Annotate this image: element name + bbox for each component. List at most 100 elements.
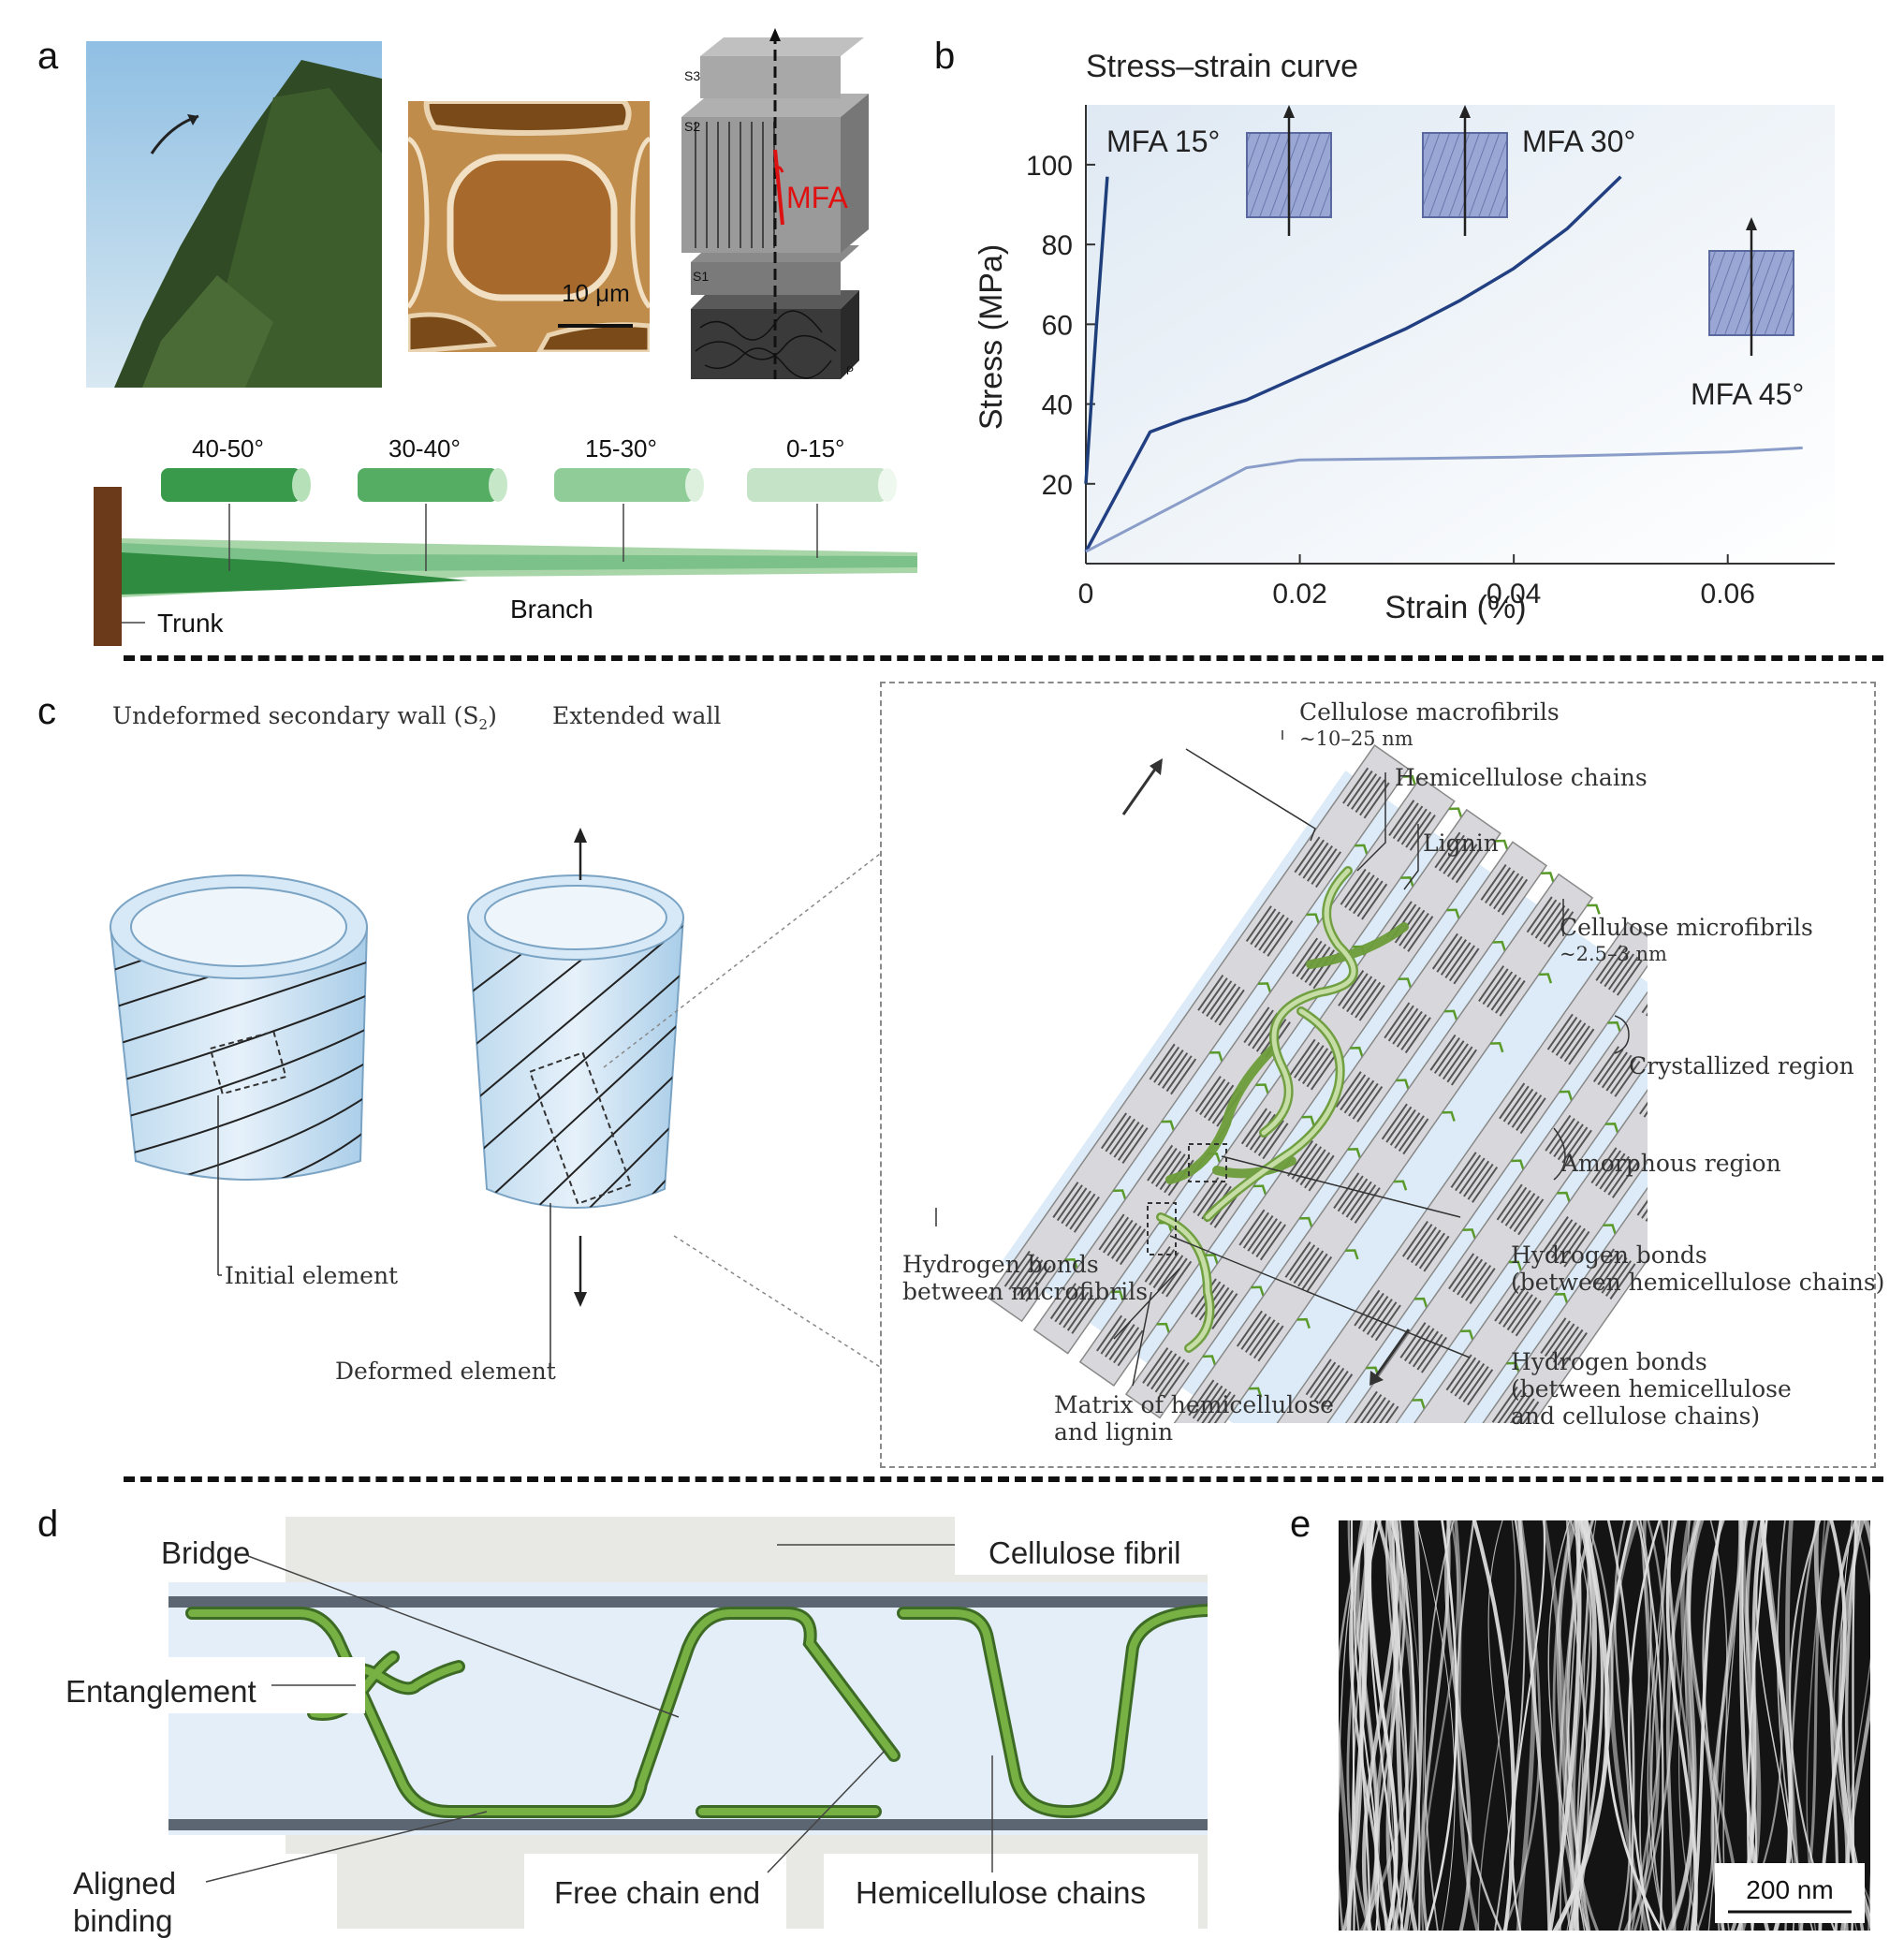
series-line-1 xyxy=(1084,175,1622,553)
fiber-cylinder-30-40 xyxy=(358,468,507,502)
hydrogen-bond xyxy=(1345,1249,1359,1260)
series-label-mfa30: MFA 30° xyxy=(1522,125,1635,158)
fibril-strand xyxy=(1346,1520,1372,1931)
amorphous-region-label: Amorphous region xyxy=(1561,1150,1781,1177)
crystalline-segment xyxy=(1052,1182,1100,1233)
entanglement-label: Entanglement xyxy=(66,1674,256,1709)
fibril-strand xyxy=(1399,1520,1421,1931)
macrofibrils-label: Cellulose macrofibrils ~10–25 nm xyxy=(1299,698,1560,750)
panel-label-a: a xyxy=(37,36,59,77)
hydrogen-bond xyxy=(1538,973,1553,984)
crystalline-segment xyxy=(1384,1002,1431,1054)
hydrogen-bond xyxy=(1587,903,1601,915)
hydrogen-bond xyxy=(1554,1292,1569,1304)
crystalline-segment xyxy=(1338,970,1385,1021)
crystalline-segment xyxy=(1385,901,1434,952)
crystalline-segment xyxy=(1450,1152,1499,1203)
crystalline-segment xyxy=(1149,1043,1197,1095)
crystalline-segment xyxy=(1100,1112,1149,1164)
fibril-strand xyxy=(1361,1520,1400,1931)
fibril-strand xyxy=(1572,1520,1600,1931)
crystalline-segment xyxy=(1294,836,1342,888)
y-tick-label: 60 xyxy=(1042,310,1073,341)
fiber-cylinder-0-15 xyxy=(747,468,897,502)
microfibril-strip xyxy=(1285,953,1648,1423)
molecular-zoom-box xyxy=(880,682,1876,1468)
hydrogen-bond xyxy=(1156,1322,1171,1333)
fibril-strand xyxy=(1558,1520,1584,1931)
crystalline-segment xyxy=(1188,1379,1236,1423)
hbonds-hemi-cellulose-label: Hydrogen bonds (between hemicellulose an… xyxy=(1511,1348,1792,1430)
fibril-strand xyxy=(1552,1520,1610,1931)
crystalline-segment xyxy=(1491,1386,1540,1423)
hydrogen-bond xyxy=(1257,982,1272,993)
crystalline-segment xyxy=(1639,1078,1648,1118)
lignin-label: Lignin xyxy=(1423,830,1499,857)
fibril-strand xyxy=(1606,1520,1635,1931)
afm-scale-bar-label: 10 μm xyxy=(562,279,630,307)
fibril-strand xyxy=(1415,1520,1456,1931)
microfibril-strip xyxy=(987,744,1410,1323)
undeformed-wall-title: Undeformed secondary wall (S2) xyxy=(112,702,497,733)
hydrogen-bond xyxy=(1255,1083,1269,1094)
hydrogen-bond xyxy=(1506,1361,1520,1373)
microfibril-network-diagram xyxy=(935,730,1648,1423)
hydrogen-bond xyxy=(1495,839,1509,850)
crystalline-segment xyxy=(1305,1358,1354,1410)
hydrogen-bond xyxy=(1398,977,1413,989)
fibril-strand xyxy=(1650,1520,1670,1931)
section-divider-2 xyxy=(124,1476,1883,1482)
crystalline-segment xyxy=(1499,1082,1546,1135)
crystalline-segment xyxy=(1245,905,1294,957)
hydrogen-bond xyxy=(1541,872,1555,883)
crystalline-segment xyxy=(1003,1250,1052,1302)
angle-label-40-50: 40-50° xyxy=(192,434,264,463)
hydrogen-bond xyxy=(1402,774,1417,786)
element-icon-15 xyxy=(1246,105,1332,236)
fiber-cylinder-15-30 xyxy=(554,468,704,502)
layer-label-s1: S1 xyxy=(693,269,709,284)
hydrogen-bond xyxy=(1161,1120,1175,1131)
fibril-strand xyxy=(1665,1520,1702,1931)
y-axis-label: Stress (MPa) xyxy=(974,244,1009,430)
hydrogen-bond xyxy=(1557,1191,1571,1202)
fibril-strand xyxy=(1390,1520,1415,1931)
crystalline-segment xyxy=(1434,831,1482,884)
crystalline-segment xyxy=(1540,1317,1588,1369)
fibril-strand xyxy=(1347,1520,1379,1931)
crystalline-segment xyxy=(1335,1071,1384,1123)
hydrogen-bond xyxy=(1296,1317,1311,1329)
chart-title: Stress–strain curve xyxy=(1086,49,1358,84)
crystalline-segment xyxy=(1354,1289,1401,1342)
angle-label-0-15: 0-15° xyxy=(786,434,844,463)
hydrogen-bond xyxy=(1350,1046,1364,1058)
hydrogen-bond xyxy=(1603,1224,1617,1235)
hydrogen-bond xyxy=(1492,940,1506,952)
fibril-strand xyxy=(1351,1520,1355,1931)
crystalline-segment xyxy=(1142,1347,1190,1399)
x-axis-label: Strain (%) xyxy=(1384,590,1526,625)
hydrogen-bond xyxy=(1508,1260,1523,1271)
crystalline-segment xyxy=(1636,1179,1648,1222)
crystalline-segment xyxy=(1448,1253,1496,1304)
crystalline-segment xyxy=(1340,868,1388,920)
fibril-strand xyxy=(1514,1520,1537,1931)
series-line-2 xyxy=(1085,446,1803,553)
hydrogen-bond xyxy=(1347,1148,1362,1159)
extended-wall-title: Extended wall xyxy=(552,702,722,729)
fibril-strand xyxy=(1557,1520,1614,1931)
bridge-label: Bridge xyxy=(161,1535,251,1570)
crystalline-segment xyxy=(1197,974,1245,1026)
crystalline-segment xyxy=(1526,896,1574,948)
hydrogen-bond xyxy=(1251,1285,1265,1297)
hydrogen-bond xyxy=(1301,1115,1315,1126)
fibril-strand xyxy=(1420,1520,1451,1931)
hemicellulose-chains-label: Hemicellulose chains xyxy=(1395,764,1648,791)
microfibril-strip xyxy=(1033,776,1456,1355)
panel-label-e: e xyxy=(1290,1504,1311,1545)
sem-scale-bar-label: 200 nm xyxy=(1746,1875,1833,1904)
fibril-strand xyxy=(1456,1520,1503,1931)
crystalline-segment xyxy=(1496,1183,1545,1236)
fibril-strand xyxy=(1666,1520,1701,1931)
panel-label-d: d xyxy=(37,1504,59,1545)
